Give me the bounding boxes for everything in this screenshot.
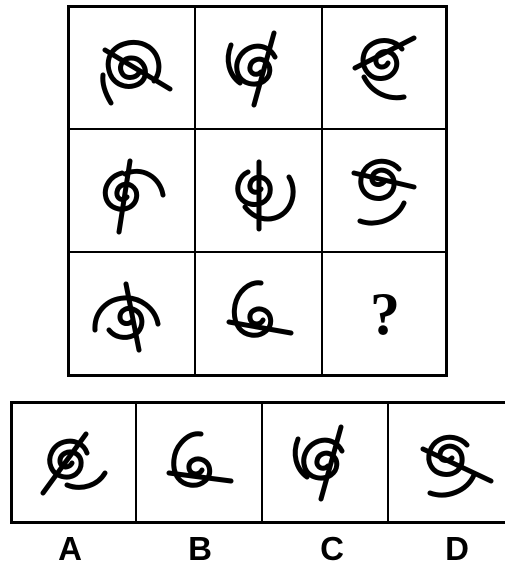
- option-d-label: D: [437, 530, 477, 568]
- option-labels: A B C D: [10, 530, 505, 570]
- option-d-spiral[interactable]: [388, 401, 505, 524]
- cell-r3c2-spiral: [195, 252, 322, 377]
- cell-r2c1-spiral: [67, 129, 195, 252]
- cell-r1c1-spiral: [67, 5, 195, 129]
- cell-r2c3-spiral: [322, 129, 448, 252]
- cell-r1c2-spiral: [195, 5, 322, 129]
- option-b-spiral[interactable]: [136, 401, 262, 524]
- option-a-label: A: [50, 530, 90, 568]
- option-b-label: B: [180, 530, 220, 568]
- cell-r3c1-spiral: [67, 252, 195, 377]
- option-c-label: C: [312, 530, 352, 568]
- question-mark: ?: [370, 284, 400, 344]
- cell-r1c3-spiral: [322, 5, 448, 129]
- puzzle-grid: ?: [67, 5, 448, 377]
- cell-r2c2-spiral: [195, 129, 322, 252]
- option-c-spiral[interactable]: [262, 401, 388, 524]
- option-a-spiral[interactable]: [10, 401, 136, 524]
- options-strip: [10, 401, 505, 524]
